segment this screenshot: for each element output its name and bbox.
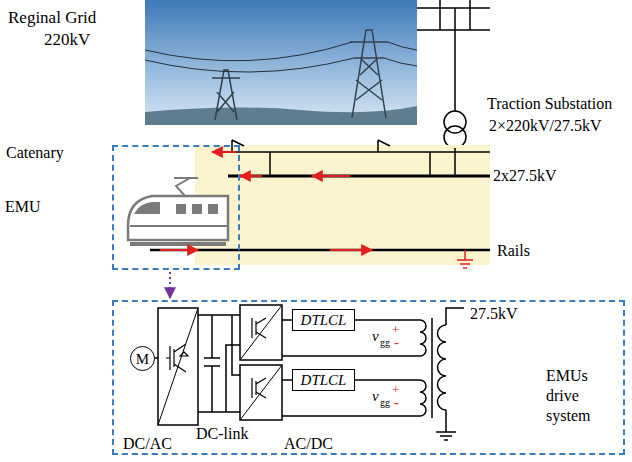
secondary-winding [420,320,426,416]
drive-system-box: EMUs drive system M DTLCL DTLCL [112,300,625,455]
node-text: M [136,350,149,368]
inverter-block [158,308,198,425]
emu-dashed-box: EMU [112,145,240,270]
node-text: EMU [5,197,41,216]
text-label: AC/DC [284,434,333,453]
text-label: Catenary [6,143,64,162]
dtlcl-filter-box: DTLCL [292,309,355,331]
node-text: EMUs drive system [546,366,618,426]
grid-photo [145,0,417,125]
text-label: DC-link [196,424,248,443]
zoom-arrow [169,272,171,298]
dc-link-capacitor [204,315,220,412]
text-label: DC/AC [123,434,172,453]
text-label: Rails [497,241,530,260]
node-text: DTLCL [301,311,347,329]
drive-circuit [154,305,464,440]
text-label: 2×220kV/27.5kV [489,116,602,135]
current-arrow [212,151,236,153]
primary-lead [436,308,464,440]
block-diagonal [240,305,282,420]
transformer-winding [444,126,466,148]
train-windscreen [134,202,160,214]
current-arrow [330,249,372,251]
dtlcl-filter-box: DTLCL [292,369,355,391]
text-label: v [372,387,379,405]
pantograph [174,178,198,196]
motor-circle: M [130,346,155,371]
text-label: gg [380,397,390,409]
primary-winding [438,325,447,410]
train-window [208,204,218,214]
rail-line [150,249,490,252]
catenary-pole [232,140,390,152]
text-label: Traction Substation [487,94,612,113]
ac-wire [282,320,420,416]
text-label: 220kV [44,30,90,50]
contact-wire [228,175,490,178]
text-label: - [394,395,399,412]
text-label: Reginal Grid [8,8,96,28]
catenary-messenger [228,148,490,176]
train-window [176,204,186,214]
text-label: - [394,335,399,352]
igbt-symbol [166,344,188,372]
photo-land [145,106,417,125]
power-line [145,42,417,72]
text-label: 27.5kV [470,304,518,323]
node-text: DTLCL [301,371,347,389]
text-label: 2x27.5kV [493,166,557,185]
current-arrow [312,175,350,177]
text-label: v [372,327,379,345]
grid-busbar [417,0,490,111]
pylon [212,30,388,120]
train-bogie [130,242,226,246]
train-body [128,196,228,240]
igbt-symbol [252,318,266,398]
current-arrow [160,249,198,251]
photo-sky [145,0,417,125]
text-label: gg [380,337,390,349]
train-window [192,204,202,214]
train-stripe [130,225,228,227]
block-diagonal [158,308,198,425]
current-arrow [240,175,262,177]
ground-symbol [457,250,473,268]
dc-bus [198,315,240,412]
train-icon [128,178,228,246]
transformer-core [431,318,433,418]
